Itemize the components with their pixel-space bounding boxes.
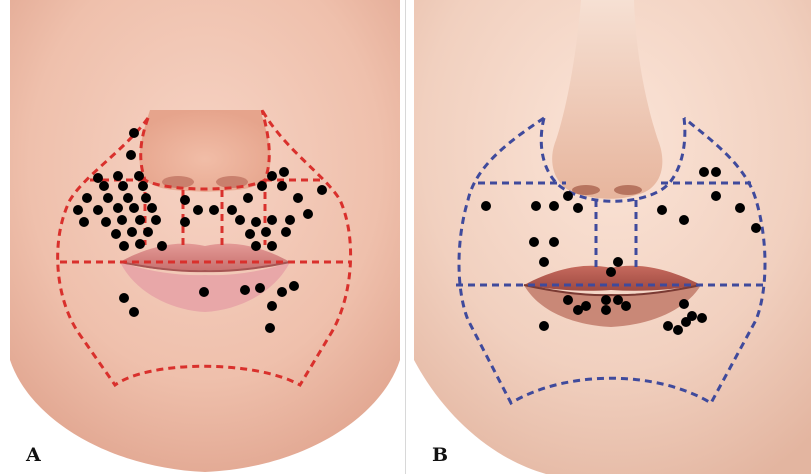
- lesion-dot: [601, 305, 611, 315]
- lesion-dot: [209, 205, 219, 215]
- lesion-dot: [679, 299, 689, 309]
- lesion-dot: [613, 295, 623, 305]
- lesion-dot: [277, 287, 287, 297]
- lesion-dot: [265, 323, 275, 333]
- lesion-dot: [613, 257, 623, 267]
- lesion-dot: [681, 317, 691, 327]
- lesion-dot: [135, 215, 145, 225]
- lesion-dot: [113, 203, 123, 213]
- lesion-dot: [573, 203, 583, 213]
- face-illustration-b: [406, 0, 811, 474]
- lesion-dot: [699, 167, 709, 177]
- lesion-dot: [129, 203, 139, 213]
- lesion-dot: [93, 173, 103, 183]
- panel-b: B: [406, 0, 811, 474]
- lesion-dot: [240, 285, 250, 295]
- nose: [140, 110, 271, 192]
- lesion-dot: [99, 181, 109, 191]
- lesion-dot: [157, 241, 167, 251]
- lesion-dot: [147, 203, 157, 213]
- nostril-left: [572, 185, 600, 195]
- lesion-dot: [539, 257, 549, 267]
- lesion-dot: [141, 193, 151, 203]
- lesion-dot: [119, 241, 129, 251]
- lesion-dot: [267, 301, 277, 311]
- lesion-dot: [199, 287, 209, 297]
- lesion-dot: [227, 205, 237, 215]
- lesion-dot: [79, 217, 89, 227]
- lesion-dot: [563, 191, 573, 201]
- lesion-dot: [127, 227, 137, 237]
- lesion-dot: [267, 241, 277, 251]
- lesion-dot: [606, 267, 616, 277]
- lesion-dot: [673, 325, 683, 335]
- lesion-dot: [317, 185, 327, 195]
- lesion-dot: [180, 195, 190, 205]
- lesion-dot: [135, 239, 145, 249]
- lesion-dot: [697, 313, 707, 323]
- lesion-dot: [711, 191, 721, 201]
- panel-label-a: A: [26, 444, 41, 466]
- lesion-dot: [129, 307, 139, 317]
- lesion-dot: [134, 171, 144, 181]
- lesion-dot: [285, 215, 295, 225]
- lesion-dot: [101, 217, 111, 227]
- lesion-dot: [73, 205, 83, 215]
- panel-a: A: [0, 0, 405, 474]
- lesion-dot: [735, 203, 745, 213]
- lesion-dot: [281, 227, 291, 237]
- lesion-dot: [601, 295, 611, 305]
- lesion-dot: [151, 215, 161, 225]
- lesion-dot: [657, 205, 667, 215]
- lesion-dot: [279, 167, 289, 177]
- lesion-dot: [257, 181, 267, 191]
- lesion-dot: [529, 237, 539, 247]
- lesion-dot: [138, 181, 148, 191]
- lesion-dot: [243, 193, 253, 203]
- lesion-dot: [143, 227, 153, 237]
- face-skin: [10, 0, 400, 472]
- lesion-dot: [113, 171, 123, 181]
- lesion-dot: [303, 209, 313, 219]
- lesion-dot: [267, 215, 277, 225]
- lesion-dot: [129, 128, 139, 138]
- lesion-dot: [711, 167, 721, 177]
- lesion-dot: [751, 223, 761, 233]
- lesion-dot: [539, 321, 549, 331]
- lesion-dot: [255, 283, 265, 293]
- lesion-dot: [111, 229, 121, 239]
- lesion-dot: [679, 215, 689, 225]
- lesion-dot: [581, 301, 591, 311]
- lesion-dot: [267, 171, 277, 181]
- lesion-dot: [531, 201, 541, 211]
- lesion-dot: [245, 229, 255, 239]
- lesion-dot: [126, 150, 136, 160]
- nostril-right: [614, 185, 642, 195]
- lesion-dot: [481, 201, 491, 211]
- panel-label-b: B: [432, 444, 448, 466]
- lesion-dot: [119, 293, 129, 303]
- lesion-dot: [261, 227, 271, 237]
- lesion-dot: [277, 181, 287, 191]
- lesion-dot: [193, 205, 203, 215]
- lesion-dot: [293, 193, 303, 203]
- lesion-dot: [103, 193, 113, 203]
- lesion-dot: [180, 217, 190, 227]
- lesion-dot: [549, 201, 559, 211]
- lesion-dot: [549, 237, 559, 247]
- lesion-dot: [251, 241, 261, 251]
- lesion-dot: [289, 281, 299, 291]
- lesion-dot: [251, 217, 261, 227]
- lesion-dot: [93, 205, 103, 215]
- lesion-dot: [117, 215, 127, 225]
- lesion-dot: [621, 301, 631, 311]
- lesion-dot: [563, 295, 573, 305]
- lesion-dot: [82, 193, 92, 203]
- lesion-dot: [118, 181, 128, 191]
- face-illustration-a: [0, 0, 405, 474]
- lesion-dot: [235, 215, 245, 225]
- lesion-dot: [663, 321, 673, 331]
- lesion-dot: [123, 193, 133, 203]
